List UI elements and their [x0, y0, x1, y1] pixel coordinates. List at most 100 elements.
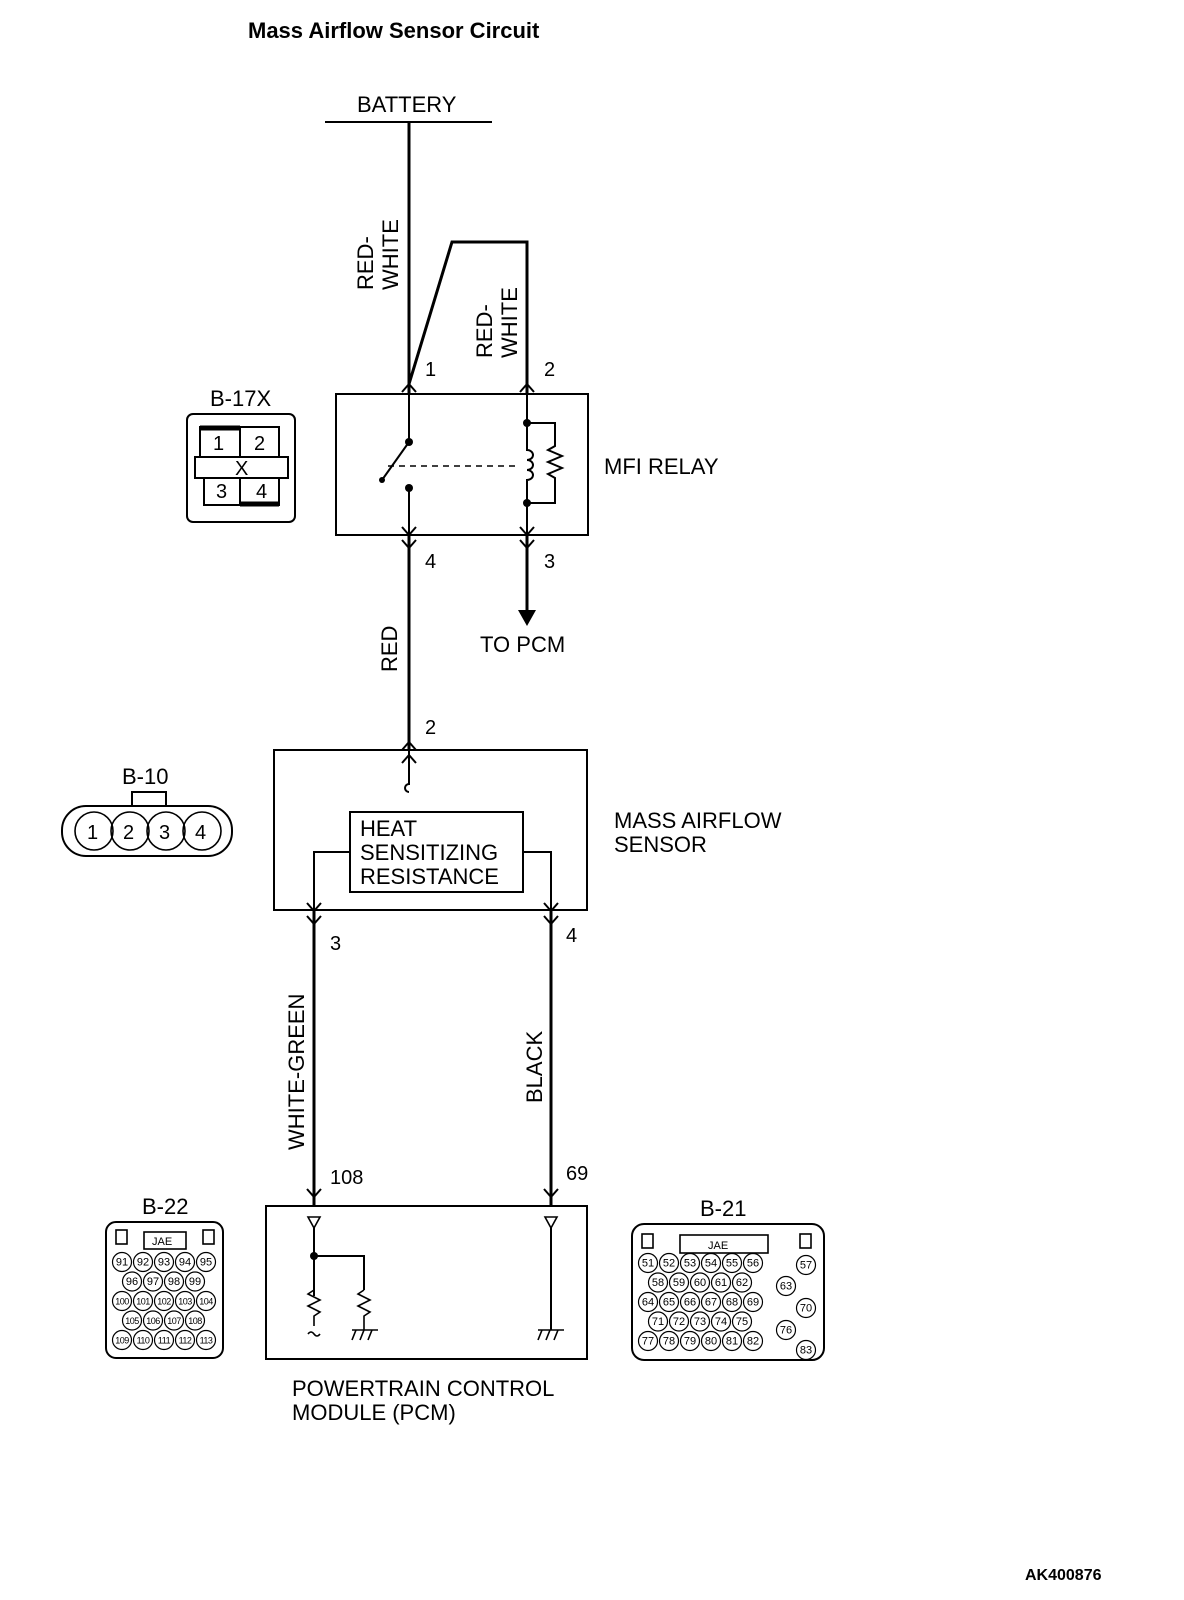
b21-pin-71-label: 71: [652, 1316, 664, 1328]
pcm-resistor-2-icon: [356, 1289, 372, 1330]
b21-pin-75-label: 75: [736, 1316, 748, 1328]
b21-pin-78-label: 78: [663, 1336, 675, 1348]
relay-pin1-terminal-icon: [401, 382, 417, 393]
b22-pin-100-label: 100: [115, 1297, 129, 1307]
b22-pin-113: [195, 1329, 217, 1351]
wire-label-white-green: WHITE-GREEN: [284, 994, 309, 1150]
b21-pin-72-label: 72: [673, 1316, 685, 1328]
b22-pin-110: [132, 1329, 154, 1351]
b21-pin-63-label: 63: [780, 1281, 792, 1293]
b21-pin-70-label: 70: [800, 1303, 812, 1315]
b21-pin-76: [775, 1319, 797, 1341]
battery-label: BATTERY: [357, 92, 457, 117]
maf-element-line2: SENSITIZING: [360, 840, 498, 865]
relay-coil-icon: [526, 423, 534, 503]
b22-pin-101-label: 101: [136, 1297, 150, 1307]
pcm-ground-2-icon: [537, 1329, 564, 1341]
connector-b21-label: B-21: [700, 1196, 746, 1221]
b21-pin-69-label: 69: [747, 1297, 759, 1309]
b22-pin-93: [153, 1251, 175, 1273]
b22-pin-111: [153, 1329, 175, 1351]
maf-element-line1: HEAT: [360, 816, 417, 841]
b17x-cell-3: 3: [216, 481, 227, 503]
b21-pin-82: [742, 1330, 764, 1352]
b21-pin-54-label: 54: [705, 1258, 717, 1270]
b21-pin-79: [679, 1330, 701, 1352]
b22-pin-106: [142, 1310, 164, 1331]
b21-pin-73: [689, 1311, 711, 1332]
connector-b21-brand: JAE: [708, 1240, 728, 1252]
connector-b22-label: B-22: [142, 1194, 188, 1219]
b21-pin-55-label: 55: [726, 1258, 738, 1270]
maf-label-line2: SENSOR: [614, 832, 707, 857]
b10-cell-1: 1: [87, 822, 98, 844]
b22-pin-104-label: 104: [199, 1297, 213, 1307]
maf-pin-4: 4: [566, 925, 577, 947]
b22-pin-100: [111, 1290, 133, 1312]
b17x-cell-2: 2: [254, 433, 265, 455]
b21-pin-64-label: 64: [642, 1297, 654, 1309]
pcm-pin-69: 69: [566, 1163, 588, 1185]
wire-red-white-1: RED- WHITE: [353, 122, 411, 394]
b21-pin-61-label: 61: [715, 1277, 727, 1289]
b21-pin-64: [637, 1291, 659, 1313]
b17x-cell-4: 4: [256, 481, 267, 503]
b21-pin-56-label: 56: [747, 1258, 759, 1270]
maf-pin2-terminal-icon: [401, 740, 417, 751]
b21-pin-74: [710, 1311, 732, 1332]
b22-pin-97-label: 97: [147, 1276, 159, 1288]
pcm-label-line2: MODULE (PCM): [292, 1400, 456, 1425]
b10-cell-3: 3: [159, 822, 170, 844]
to-pcm-arrow-icon: [518, 610, 536, 626]
b21-pin-58: [647, 1272, 669, 1293]
wire-label-red-white-2: RED- WHITE: [472, 287, 522, 358]
b21-pin-71: [647, 1311, 669, 1332]
b21-pin-58-label: 58: [652, 1277, 664, 1289]
diagram-title: Mass Airflow Sensor Circuit: [248, 18, 540, 43]
b22-pin-113-label: 113: [200, 1336, 213, 1346]
b21-pin-82-label: 82: [747, 1336, 759, 1348]
maf-element-line3: RESISTANCE: [360, 864, 499, 889]
b21-pin-59: [668, 1272, 690, 1293]
relay-resistor-icon: [527, 422, 565, 504]
b21-pin-59-label: 59: [673, 1277, 685, 1289]
b21-pin-66-label: 66: [684, 1297, 696, 1309]
relay-label: MFI RELAY: [604, 454, 719, 479]
powertrain-control-module: [265, 1205, 588, 1360]
b22-pin-106-label: 106: [146, 1316, 160, 1326]
b22-pin-108-label: 108: [188, 1316, 202, 1326]
mass-airflow-sensor: HEAT SENSITIZING RESISTANCE MASS AIRFLOW…: [273, 749, 782, 911]
connector-b22-brand: JAE: [152, 1236, 172, 1248]
maf-open-terminal-icon: [404, 750, 410, 793]
b22-pin-112: [174, 1329, 196, 1351]
b21-pin-51: [637, 1252, 659, 1274]
b22-pin-94-label: 94: [179, 1257, 191, 1269]
b22-pin-98-label: 98: [168, 1276, 180, 1288]
b21-pin-67-label: 67: [705, 1297, 717, 1309]
b22-pin-92: [132, 1251, 154, 1273]
b21-pin-72: [668, 1311, 690, 1332]
b21-pin-65-label: 65: [663, 1297, 675, 1309]
pcm-input-69-icon: [543, 1216, 559, 1230]
b21-pin-65: [658, 1291, 680, 1313]
b21-pin-77: [637, 1330, 659, 1352]
pcm-input-108-icon: [306, 1216, 322, 1230]
relay-pin2-terminal-icon: [519, 382, 535, 393]
b21-pin-79-label: 79: [684, 1336, 696, 1348]
b22-pin-111-label: 111: [158, 1336, 171, 1346]
b22-pin-109: [111, 1329, 133, 1351]
b22-pin-105-label: 105: [125, 1316, 139, 1326]
b21-pin-74-label: 74: [715, 1316, 727, 1328]
b10-cell-2: 2: [123, 822, 134, 844]
b21-pin-57-label: 57: [800, 1260, 812, 1272]
pcm-pin-108: 108: [330, 1167, 363, 1189]
connector-b17x-label: B-17X: [210, 386, 271, 411]
b21-pin-51-label: 51: [642, 1258, 654, 1270]
maf-pin-3: 3: [330, 933, 341, 955]
b22-pin-112-label: 112: [179, 1336, 192, 1346]
b21-pin-80: [700, 1330, 722, 1352]
document-code: AK400876: [1025, 1567, 1102, 1584]
